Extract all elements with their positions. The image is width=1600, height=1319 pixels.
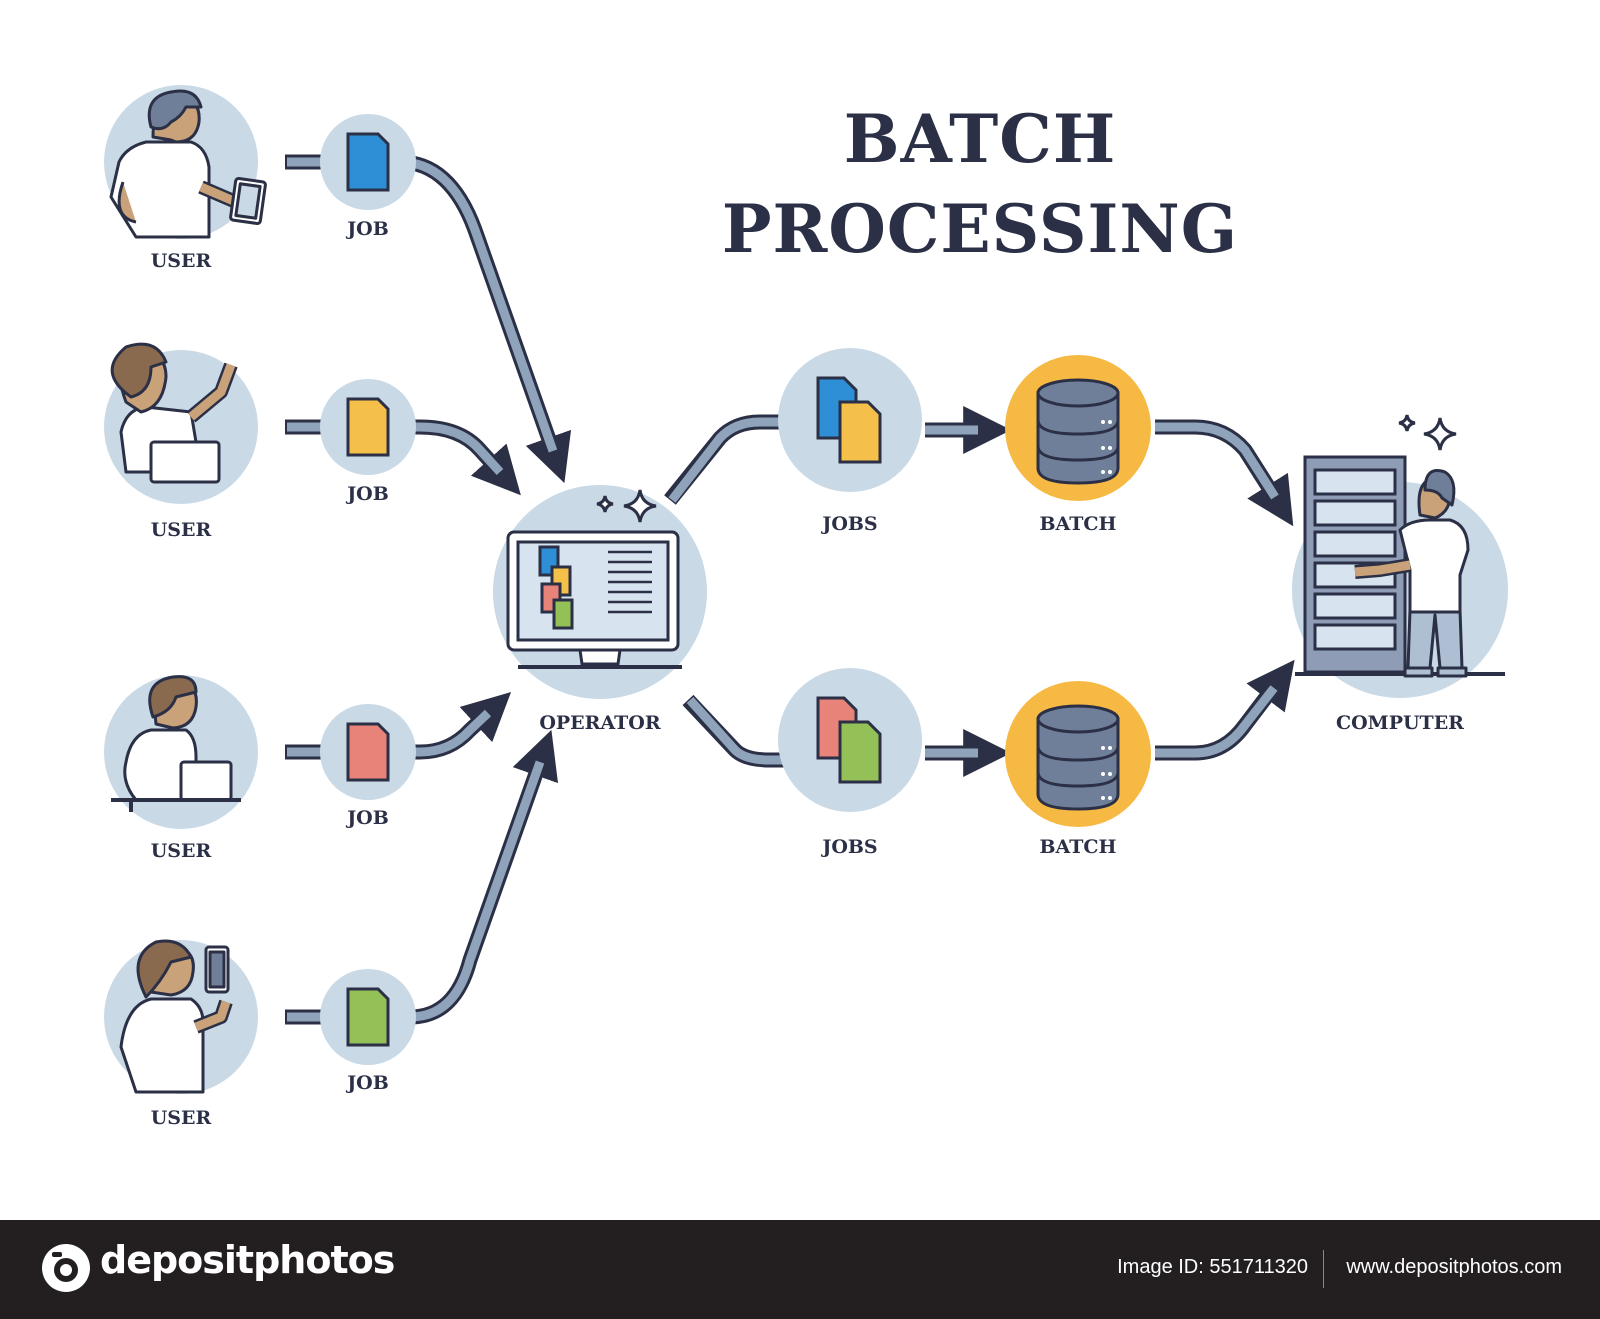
batch-node-top (1005, 355, 1151, 501)
job-node-3 (320, 704, 416, 800)
user-label-2: USER (150, 519, 212, 541)
job-node-1 (320, 114, 416, 210)
website-link[interactable]: www.depositphotos.com (1346, 1256, 1562, 1278)
document-icon (346, 722, 390, 782)
jobs-node-top (778, 348, 922, 492)
job-label-1: JOB (347, 218, 389, 240)
footer-divider (1323, 1250, 1324, 1288)
image-id-text: Image ID: 551711320 (1117, 1256, 1308, 1278)
arrow-batch-bottom-to-computer (1155, 659, 1295, 761)
user-icon (109, 89, 267, 239)
user-node-2 (104, 342, 258, 504)
document-icon (346, 132, 390, 192)
flow-arrows (285, 154, 1295, 1025)
arrow-user3-to-operator (285, 691, 512, 760)
monitor-icon (506, 530, 682, 669)
arrow-user2-to-operator (285, 419, 521, 496)
computer-node (1292, 414, 1508, 698)
batch-node-bottom (1005, 681, 1151, 827)
database-icon (1036, 378, 1120, 485)
page-title-line-1: BATCH (843, 100, 1117, 178)
database-icon (1036, 704, 1120, 811)
sparkle-icon (596, 489, 657, 523)
brand-wordmark: depositphotos (100, 1238, 395, 1282)
user-label-3: USER (150, 840, 212, 862)
user-node-3 (104, 675, 258, 829)
user-icon (111, 675, 241, 812)
user-label-1: USER (150, 250, 212, 272)
page-title-line-2: PROCESSING (721, 190, 1239, 268)
document-icon (838, 720, 882, 784)
job-node-4 (320, 969, 416, 1065)
user-icon (110, 342, 238, 484)
technician-icon (1354, 469, 1470, 678)
operator-label: OPERATOR (539, 712, 661, 734)
camera-logo-icon (42, 1244, 90, 1292)
batch-processing-diagram (104, 85, 1508, 1094)
arrow-batch-top-to-computer (1155, 419, 1294, 527)
user-icon (119, 939, 233, 1094)
computer-label: COMPUTER (1336, 712, 1464, 734)
sparkle-icon (1398, 414, 1457, 451)
document-icon (838, 400, 882, 464)
job-label-3: JOB (347, 807, 389, 829)
operator-node (493, 485, 707, 699)
batch-label-top: BATCH (1039, 513, 1117, 535)
jobs-node-bottom (778, 668, 922, 812)
document-icon (346, 397, 390, 457)
document-icon (346, 987, 390, 1047)
job-label-2: JOB (347, 483, 389, 505)
user-node-1 (104, 85, 267, 239)
arrow-user4-to-operator (285, 729, 559, 1025)
jobs-label-top: JOBS (822, 513, 878, 535)
arrow-operator-to-jobs-bottom (682, 694, 802, 768)
user-label-4: USER (150, 1107, 212, 1129)
job-label-4: JOB (347, 1072, 389, 1094)
job-node-2 (320, 379, 416, 475)
batch-label-bottom: BATCH (1039, 836, 1117, 858)
arrow-operator-to-jobs-top (664, 414, 802, 505)
footer-bar: depositphotos Image ID: 551711320 www.de… (0, 1220, 1600, 1319)
user-node-4 (104, 939, 258, 1094)
jobs-label-bottom: JOBS (822, 836, 878, 858)
